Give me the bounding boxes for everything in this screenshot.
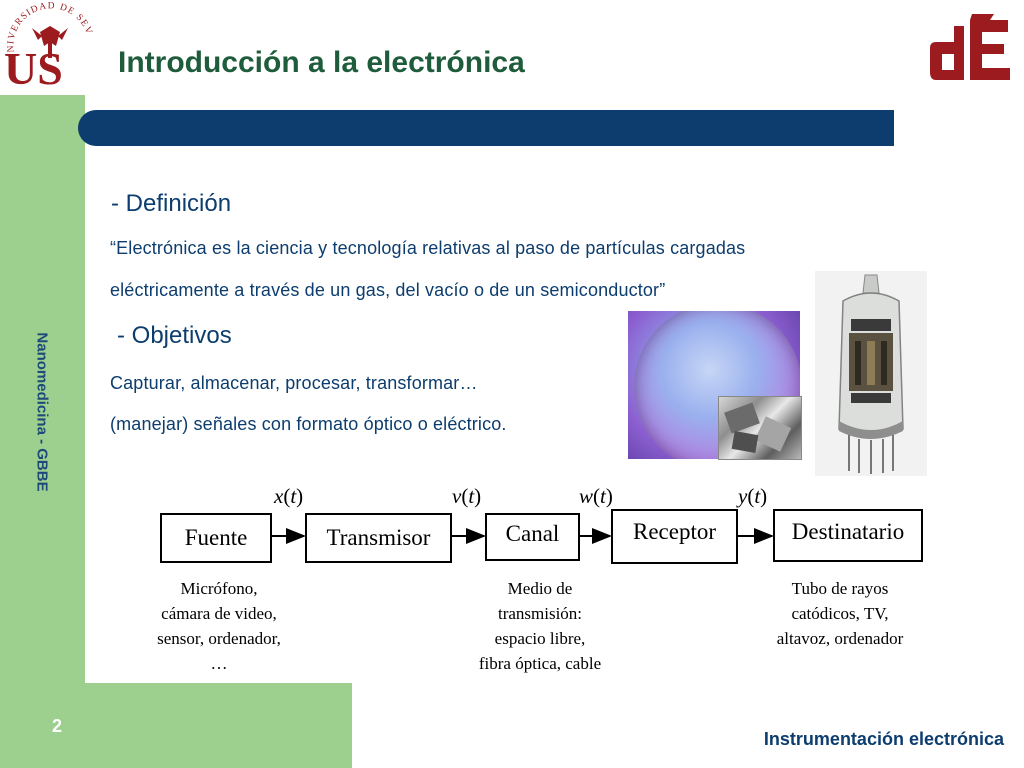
footer-text: Instrumentación electrónica [763, 729, 1004, 749]
block-destinatario: Destinatario [773, 509, 923, 562]
signal-x-label: x(t) [274, 484, 304, 508]
definition-line-1: “Electrónica es la ciencia y tecnología … [110, 238, 746, 258]
title-bar [78, 110, 894, 146]
signal-v-label: v(t) [452, 484, 482, 508]
university-logo: UNIVERSIDAD DE SEVILLA US [2, 2, 93, 90]
source-examples: Micrófono, cámara de video, sensor, orde… [157, 579, 281, 673]
footer-band [0, 683, 352, 768]
sidebar-vertical-text: Nanomedicina - GBBE [33, 332, 51, 492]
department-logo [930, 14, 1010, 80]
definition-line-2: eléctricamente a través de un gas, del v… [110, 280, 666, 300]
block-receptor: Receptor [611, 509, 738, 564]
sidebar-band [0, 95, 85, 768]
block-fuente: Fuente [160, 513, 272, 563]
objectives-heading: - Objetivos [117, 322, 232, 349]
university-logo-letters: US [4, 43, 63, 90]
signal-w-label: w(t) [579, 484, 613, 508]
objectives-line-1: Capturar, almacenar, procesar, transform… [110, 373, 478, 393]
page-title: Introducción a la electrónica [118, 46, 525, 79]
block-transmisor: Transmisor [305, 513, 452, 563]
communication-block-diagram: Fuente Transmisor Canal Receptor Destina… [150, 476, 950, 686]
signal-y-label: y(t) [738, 484, 768, 508]
block-canal: Canal [485, 513, 580, 561]
page-number: 2 [52, 716, 63, 736]
silicon-chunks-photo [718, 396, 802, 460]
destination-examples: Tubo de rayos catódicos, TV, altavoz, or… [776, 579, 904, 648]
objectives-line-2: (manejar) señales con formato óptico o e… [110, 414, 507, 434]
definition-heading: - Definición [111, 190, 232, 217]
diagram-arrows [272, 528, 774, 544]
vacuum-tube-photo [815, 271, 927, 476]
channel-examples: Medio de transmisión: espacio libre, fib… [478, 579, 602, 673]
